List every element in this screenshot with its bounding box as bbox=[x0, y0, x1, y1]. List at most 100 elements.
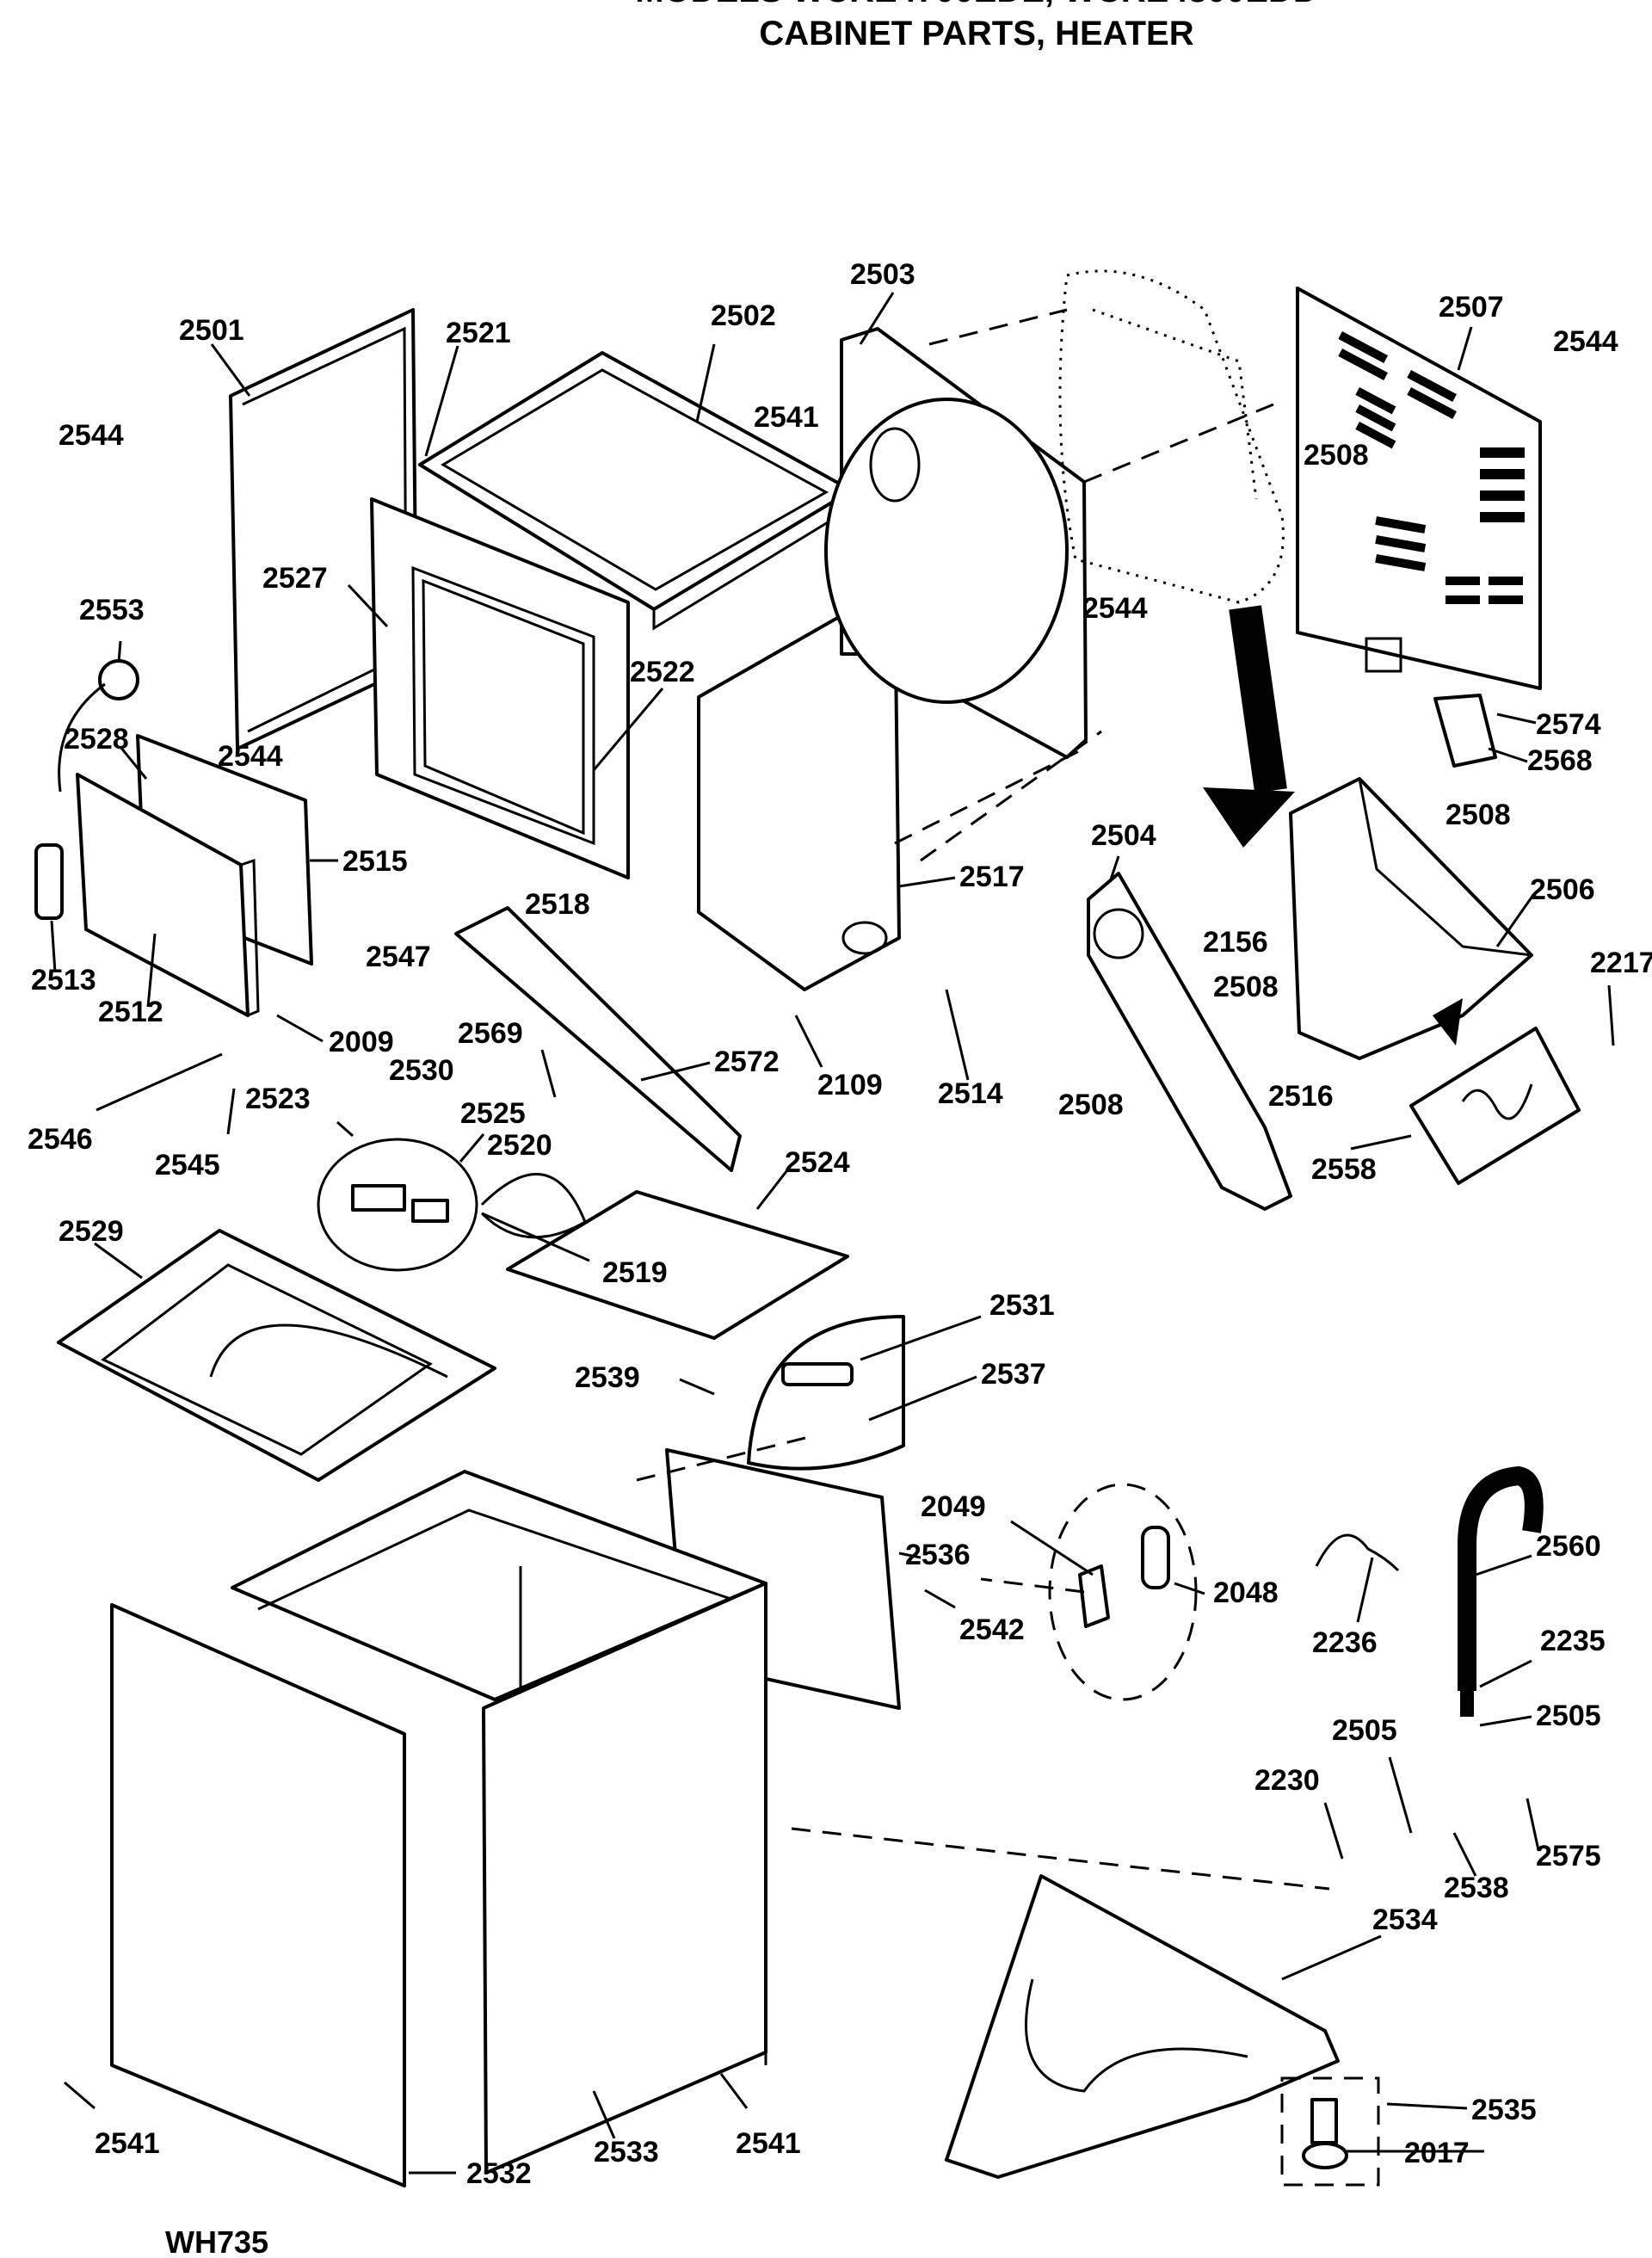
callout-2539: 2539 bbox=[575, 1361, 640, 1394]
callout-2544-right: 2544 bbox=[1553, 325, 1618, 358]
callout-2521: 2521 bbox=[446, 317, 511, 349]
wire-2236[interactable] bbox=[1315, 1533, 1400, 1572]
callout-2501: 2501 bbox=[179, 314, 244, 347]
callout-2514: 2514 bbox=[938, 1077, 1003, 1110]
install-direction-arrow bbox=[1203, 605, 1295, 848]
door-2512[interactable] bbox=[76, 773, 260, 1017]
callout-2529: 2529 bbox=[59, 1215, 124, 1248]
base-2534[interactable] bbox=[945, 1874, 1340, 2179]
callout-2568: 2568 bbox=[1527, 744, 1593, 777]
callout-2536: 2536 bbox=[905, 1539, 971, 1571]
bracket-2568[interactable] bbox=[1433, 694, 1497, 768]
callout-2572: 2572 bbox=[714, 1046, 780, 1078]
callout-2512: 2512 bbox=[98, 996, 163, 1028]
callout-2522: 2522 bbox=[630, 656, 695, 688]
heater-arrow bbox=[1433, 998, 1463, 1046]
callout-2048: 2048 bbox=[1213, 1576, 1279, 1609]
callout-2524: 2524 bbox=[785, 1146, 850, 1179]
door-latch-2553[interactable] bbox=[58, 659, 139, 793]
callout-2515: 2515 bbox=[342, 845, 408, 878]
door-handle-2513[interactable] bbox=[34, 843, 64, 920]
callout-2525: 2525 bbox=[460, 1097, 526, 1130]
callout-2542: 2542 bbox=[959, 1613, 1025, 1646]
callout-2235: 2235 bbox=[1540, 1625, 1606, 1657]
callout-2508-heater: 2508 bbox=[1446, 799, 1511, 831]
back-panel-2507[interactable] bbox=[1296, 287, 1542, 690]
callout-2508-center: 2508 bbox=[1213, 971, 1279, 1003]
toe-panel-2569[interactable] bbox=[454, 906, 742, 1172]
callout-2217: 2217 bbox=[1590, 947, 1652, 979]
callout-2230: 2230 bbox=[1254, 1764, 1320, 1797]
callout-2236: 2236 bbox=[1312, 1626, 1378, 1659]
callout-2109: 2109 bbox=[817, 1069, 883, 1101]
callout-2519: 2519 bbox=[602, 1256, 668, 1289]
callout-2553: 2553 bbox=[79, 594, 145, 626]
front-frame-2521[interactable] bbox=[370, 497, 630, 879]
callout-2527: 2527 bbox=[262, 562, 328, 595]
callout-2558: 2558 bbox=[1311, 1153, 1377, 1186]
callout-2544-left: 2544 bbox=[59, 419, 124, 452]
callout-2017: 2017 bbox=[1404, 2137, 1470, 2169]
callout-2505-left: 2505 bbox=[1332, 1714, 1397, 1747]
heater-housing-2506[interactable] bbox=[1289, 777, 1533, 1060]
heater-element-2531[interactable] bbox=[747, 1315, 905, 1471]
callout-2156: 2156 bbox=[1203, 926, 1268, 959]
callout-labels: 2501 2502 2503 2507 2544 2544 2544 2544 … bbox=[28, 258, 1652, 2190]
thermostat-group-2048[interactable] bbox=[1048, 1483, 1198, 1701]
callout-2504: 2504 bbox=[1091, 819, 1156, 852]
callout-2541-top: 2541 bbox=[754, 401, 819, 434]
callout-2518: 2518 bbox=[525, 888, 590, 921]
callout-2547: 2547 bbox=[366, 941, 431, 973]
callout-2534: 2534 bbox=[1372, 1903, 1438, 1936]
callout-2503: 2503 bbox=[850, 258, 915, 291]
callout-2513: 2513 bbox=[31, 964, 96, 996]
callout-2507: 2507 bbox=[1439, 291, 1504, 324]
leveling-leg-2535[interactable] bbox=[1280, 2076, 1380, 2187]
control-plate-2558[interactable] bbox=[1409, 1027, 1581, 1185]
callout-leaders bbox=[50, 292, 1615, 2175]
callout-2505-right: 2505 bbox=[1536, 1700, 1601, 1732]
motor-mount-2525[interactable] bbox=[317, 1138, 587, 1272]
callout-2009: 2009 bbox=[329, 1026, 394, 1058]
title-line-1: MODELS WCRE4700EDE, WCRE4800EDD bbox=[635, 0, 1318, 9]
callout-2560: 2560 bbox=[1536, 1530, 1601, 1563]
hose-2560[interactable] bbox=[1458, 1465, 1544, 1717]
callout-2532: 2532 bbox=[466, 2157, 532, 2190]
callout-2546: 2546 bbox=[28, 1123, 93, 1156]
callout-2516: 2516 bbox=[1268, 1080, 1334, 1113]
callout-2541-right: 2541 bbox=[736, 2127, 801, 2160]
rear-bulkhead-2503[interactable] bbox=[824, 327, 1088, 759]
callout-2575: 2575 bbox=[1536, 1840, 1601, 1872]
callout-2508-rear: 2508 bbox=[1304, 439, 1369, 472]
callout-2506: 2506 bbox=[1530, 873, 1595, 906]
callout-2517: 2517 bbox=[959, 861, 1025, 893]
callout-2569: 2569 bbox=[458, 1017, 523, 1050]
assembly-lines bbox=[636, 308, 1330, 1891]
callout-2049: 2049 bbox=[921, 1490, 986, 1523]
drum-outline bbox=[1058, 269, 1285, 604]
exhaust-duct-2504[interactable] bbox=[1087, 872, 1292, 1211]
callout-2508-bottom: 2508 bbox=[1058, 1089, 1124, 1121]
callout-2530: 2530 bbox=[389, 1054, 454, 1087]
callout-2520: 2520 bbox=[487, 1129, 552, 1162]
top-2529[interactable] bbox=[57, 1229, 496, 1482]
callout-2535: 2535 bbox=[1471, 2094, 1537, 2126]
callout-2502: 2502 bbox=[711, 299, 776, 332]
seal-2524[interactable] bbox=[506, 1190, 849, 1340]
callout-2533: 2533 bbox=[594, 2136, 659, 2169]
callout-2574: 2574 bbox=[1536, 708, 1601, 741]
callout-2545: 2545 bbox=[155, 1149, 220, 1181]
callout-2531: 2531 bbox=[989, 1289, 1055, 1322]
callout-2544-door: 2544 bbox=[218, 740, 283, 773]
callout-2538: 2538 bbox=[1444, 1872, 1509, 1904]
callout-2541-left: 2541 bbox=[95, 2127, 160, 2160]
callout-2528: 2528 bbox=[64, 723, 129, 756]
drawing-code: WH735 bbox=[165, 2224, 268, 2258]
callout-2537: 2537 bbox=[981, 1358, 1046, 1391]
cabinet-front-panel-2533[interactable] bbox=[482, 1582, 767, 2175]
cabinet-side-panel-2532[interactable] bbox=[110, 1603, 406, 2187]
callout-2523: 2523 bbox=[245, 1083, 311, 1115]
callout-2544-center: 2544 bbox=[1082, 592, 1148, 625]
title-line-2: CABINET PARTS, HEATER bbox=[759, 15, 1193, 52]
